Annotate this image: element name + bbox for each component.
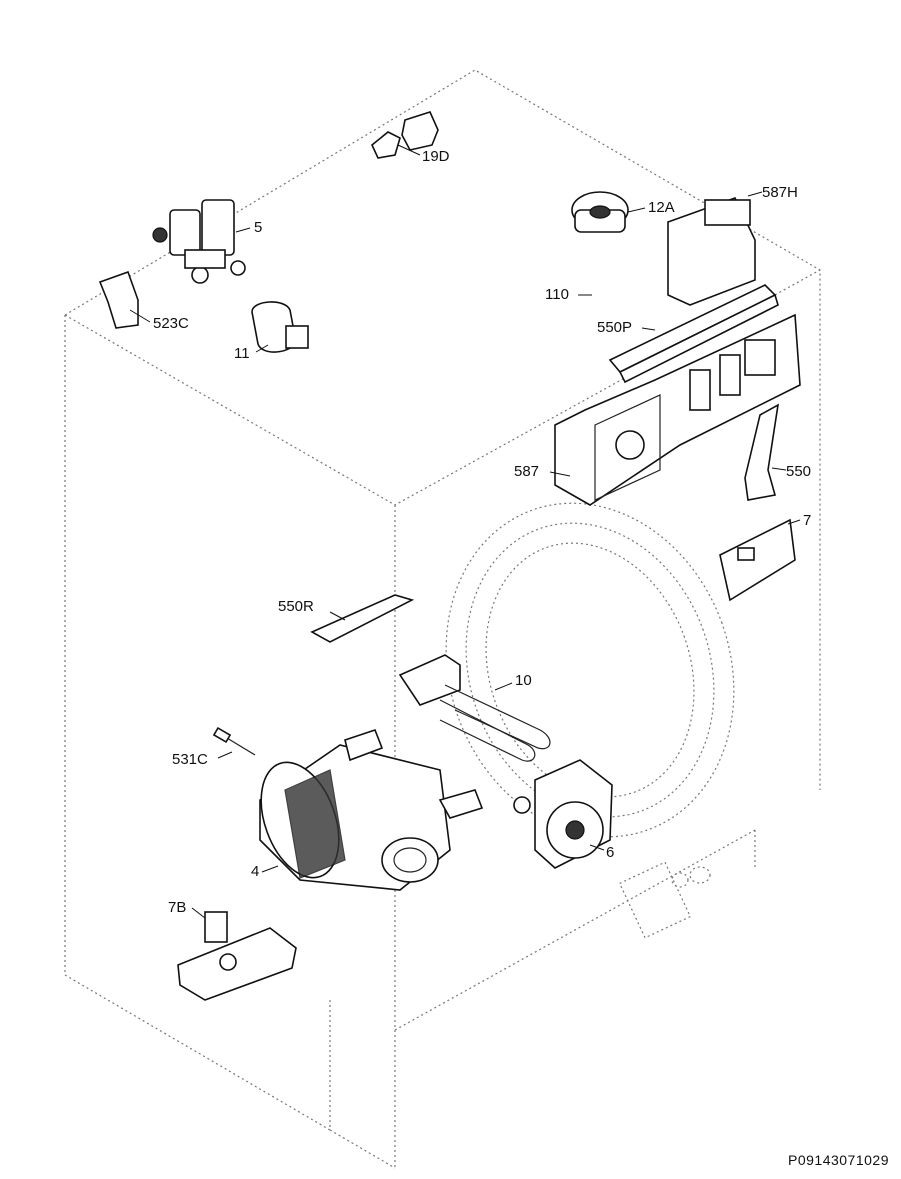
label-550r: 550R <box>278 598 314 615</box>
part-11-capacitor <box>251 301 309 353</box>
label-11: 11 <box>234 345 250 362</box>
label-7b: 7B <box>168 899 187 916</box>
part-5-valve <box>152 199 251 284</box>
part-531c-screw <box>212 726 256 759</box>
label-4: 4 <box>251 863 260 880</box>
part-587-board <box>549 313 801 506</box>
part-7b <box>177 907 297 1001</box>
document-number: P09143071029 <box>788 1152 889 1168</box>
part-7-lock <box>719 518 801 602</box>
label-6: 6 <box>606 844 615 861</box>
label-550p: 550P <box>597 319 633 336</box>
label-587h: 587H <box>762 184 798 201</box>
label-587: 587 <box>514 463 540 480</box>
cabinet-outline <box>64 69 821 1169</box>
part-12a <box>571 191 646 233</box>
part-550p <box>608 284 779 384</box>
part-4-motor <box>259 729 484 891</box>
label-5: 5 <box>254 219 263 236</box>
label-7: 7 <box>803 512 812 529</box>
part-10-heater <box>398 654 551 762</box>
part-523c <box>98 270 151 329</box>
part-6-pump <box>513 759 613 869</box>
label-19d: 19D <box>422 148 450 165</box>
part-550-lever <box>744 403 787 501</box>
part-19d <box>371 111 439 159</box>
label-531c: 531C <box>172 751 208 768</box>
label-110: 110 <box>545 286 569 303</box>
label-12a: 12A <box>648 199 675 216</box>
part-587h <box>667 191 763 306</box>
label-523c: 523C <box>153 315 189 332</box>
part-110-hose <box>493 261 600 376</box>
label-10: 10 <box>515 672 532 689</box>
part-550r <box>310 594 415 643</box>
label-550: 550 <box>786 463 812 480</box>
